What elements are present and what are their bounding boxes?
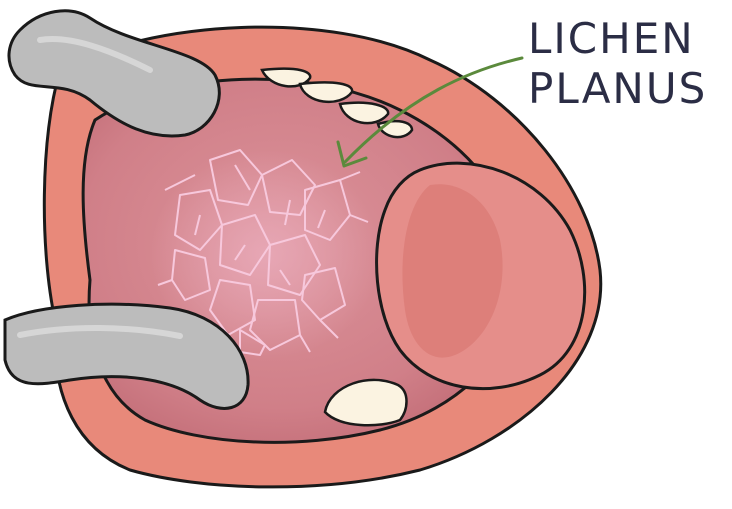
label-line-1: LICHEN <box>528 14 695 63</box>
tooth-icon <box>338 101 390 125</box>
annotation-label: LICHEN PLANUS <box>528 14 728 114</box>
tongue-shadow <box>402 184 503 358</box>
retractor-highlight <box>37 36 153 73</box>
tooth-icon <box>298 81 354 104</box>
lower-tooth <box>323 378 408 427</box>
upper-teeth <box>260 67 414 139</box>
arrow-head-icon <box>336 140 368 168</box>
tooth-icon <box>260 67 312 88</box>
label-line-2: PLANUS <box>528 64 708 113</box>
lesion-network <box>157 149 369 356</box>
cheek-retractor-icon <box>7 9 221 138</box>
lesion-glow <box>150 150 380 360</box>
retractor-highlight <box>17 324 183 339</box>
arrow-icon <box>343 56 524 164</box>
